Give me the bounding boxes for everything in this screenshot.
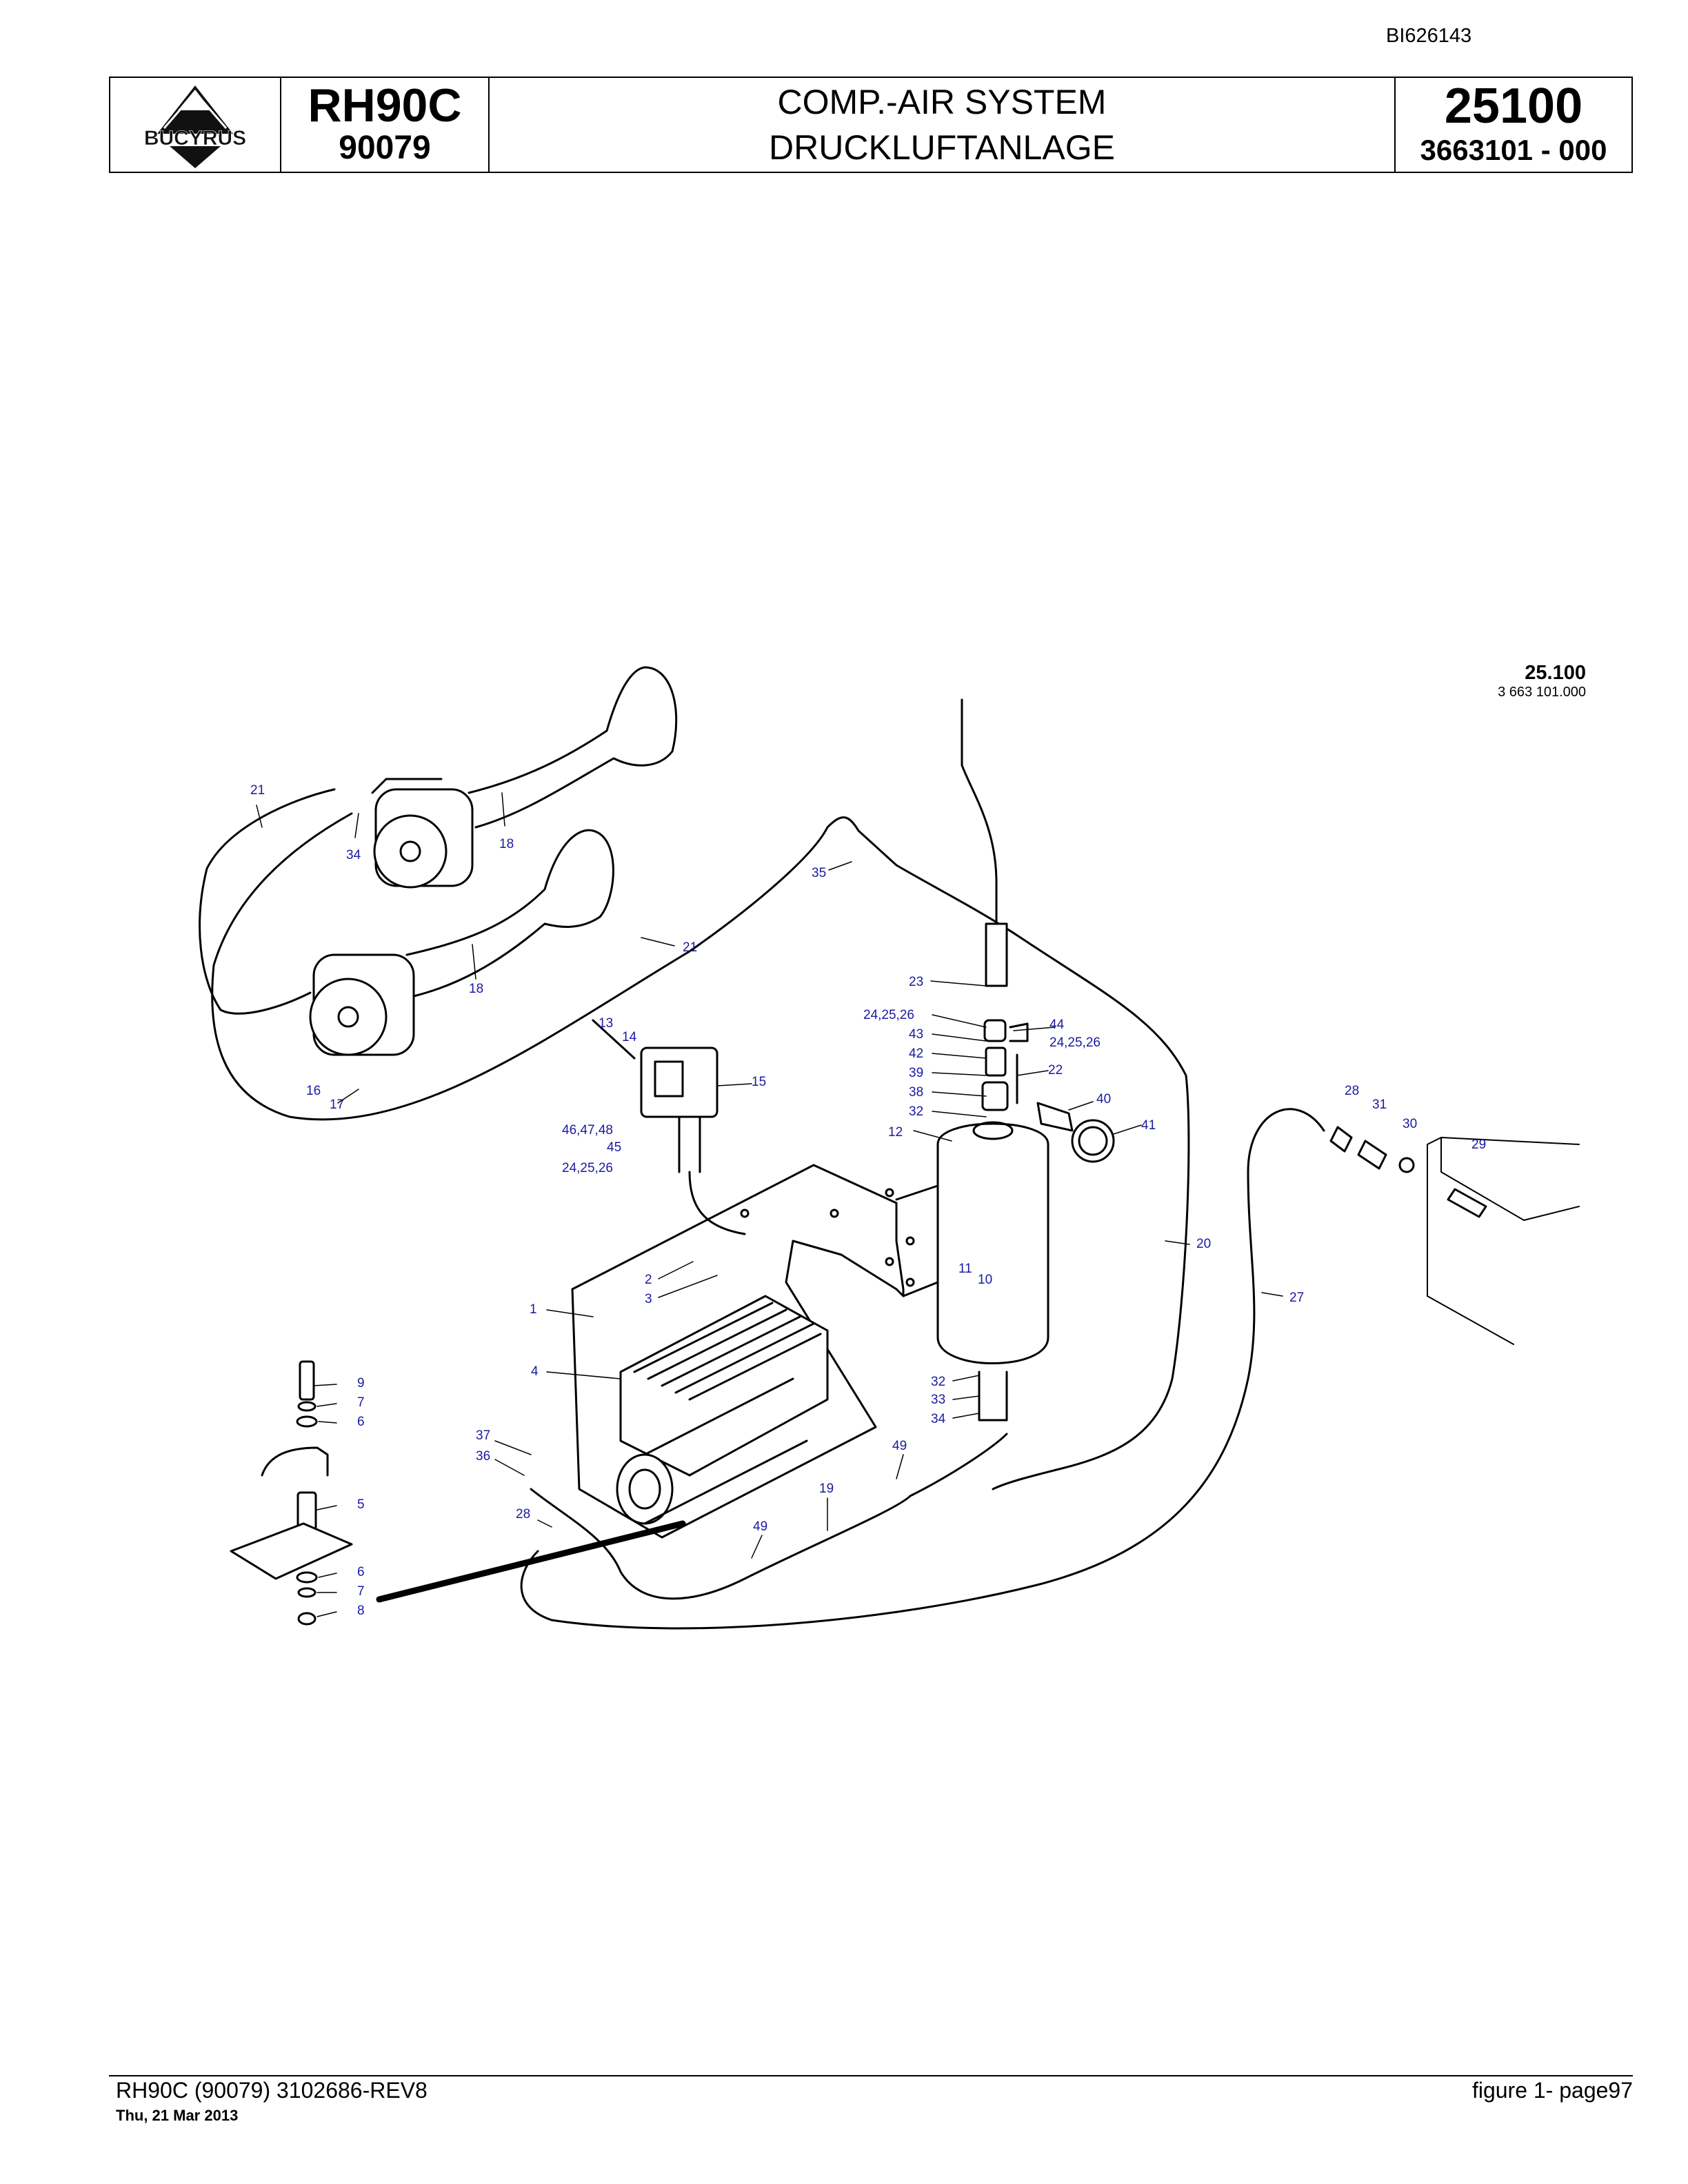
callout-label: 41 [1141, 1118, 1156, 1133]
callout-label: 45 [607, 1140, 621, 1155]
callout-label: 11 [958, 1262, 972, 1276]
callout-label: 20 [1196, 1237, 1211, 1251]
model-code: 90079 [339, 130, 431, 166]
callout-label: 1 [530, 1302, 537, 1317]
hose-21-loop [199, 788, 336, 1015]
callout-label: 28 [516, 1507, 530, 1521]
callout-label: 32 [931, 1375, 945, 1389]
callout-label: 8 [357, 1604, 365, 1618]
callout-label: 21 [683, 940, 697, 955]
detail-leader [376, 1520, 686, 1603]
callout-label: 18 [469, 982, 483, 996]
air-horn-upper [371, 666, 678, 889]
callout-label: 24,25,26 [562, 1161, 613, 1175]
callout-label: 34 [346, 848, 361, 862]
brand-name: BUCYRUS [144, 127, 246, 150]
title-block: BUCYRUS RH90C 90079 COMP.-AIR SYSTEM DRU… [109, 77, 1633, 173]
hose-20 [826, 816, 1190, 1490]
callout-label: 31 [1372, 1098, 1387, 1112]
callout-label: 14 [622, 1030, 637, 1044]
vibration-mount-detail [230, 1360, 353, 1626]
figure-number: 25.100 [1525, 662, 1586, 684]
solenoid-valve [592, 1019, 746, 1235]
callout-label: 29 [1471, 1138, 1486, 1152]
model-name: RH90C [308, 79, 462, 132]
callout-label: 34 [931, 1412, 946, 1426]
figure-reference: 25.100 3 663 101.000 [1462, 662, 1586, 700]
air-compressor [616, 1295, 829, 1525]
callout-label: 23 [909, 975, 923, 989]
callout-label: 44 [1049, 1018, 1065, 1032]
callout-label: 2 [645, 1273, 652, 1287]
callout-label: 6 [357, 1565, 365, 1579]
callout-label: 30 [1403, 1117, 1417, 1131]
callout-label: 6 [357, 1415, 365, 1429]
callout-label: 24,25,26 [863, 1008, 914, 1022]
callout-label: 22 [1048, 1063, 1063, 1078]
callout-label: 38 [909, 1085, 923, 1100]
footer-date: Thu, 21 Mar 2013 [116, 2107, 239, 2124]
hose-fittings-right [1329, 1126, 1487, 1218]
callout-label: 7 [357, 1395, 365, 1410]
machine-frame-fragment [1427, 1137, 1580, 1345]
section-number: 25100 [1444, 79, 1583, 134]
callout-label: 35 [812, 866, 826, 880]
document-id: BI626143 [1386, 25, 1472, 47]
footer-document-ref: RH90C (90079) 3102686-REV8 [116, 2078, 428, 2103]
callout-label: 37 [476, 1428, 490, 1443]
fitting-stack [981, 1019, 1029, 1111]
callout-label: 21 [250, 783, 265, 798]
callout-label: 17 [330, 1098, 344, 1112]
pipe-23 [961, 698, 998, 967]
callout-label: 7 [357, 1584, 365, 1599]
callout-labels: 213418352118131415161746,47,484524,25,26… [250, 783, 1486, 1618]
callout-label: 49 [892, 1439, 907, 1453]
model-cell: RH90C 90079 [281, 78, 490, 172]
callout-label: 19 [819, 1482, 834, 1496]
callout-label: 36 [476, 1449, 490, 1464]
callout-label: 33 [931, 1393, 945, 1407]
callout-label: 40 [1096, 1092, 1111, 1106]
callout-label: 42 [909, 1046, 923, 1061]
callout-label: 28 [1345, 1084, 1359, 1098]
section-number-cell: 25100 3663101 - 000 [1396, 78, 1631, 172]
callout-label: 18 [499, 837, 514, 851]
brand-logo-cell: BUCYRUS [110, 78, 281, 172]
footer-page-ref: figure 1- page97 [1471, 2078, 1633, 2103]
air-tank [936, 1121, 1049, 1422]
title-cell: COMP.-AIR SYSTEM DRUCKLUFTANLAGE [490, 78, 1396, 172]
callout-label: 4 [531, 1364, 539, 1379]
callout-label: 16 [306, 1084, 321, 1098]
hose-27 [520, 1108, 1325, 1630]
pressure-gauge [1036, 1102, 1115, 1163]
callout-label: 15 [752, 1075, 766, 1089]
callout-label: 43 [909, 1027, 923, 1042]
callout-label: 12 [888, 1125, 903, 1140]
callout-label: 46,47,48 [562, 1123, 613, 1138]
hose-21-main [211, 812, 829, 1121]
callout-leaders [256, 792, 1283, 1617]
callout-label: 27 [1289, 1291, 1304, 1305]
callout-label: 10 [978, 1273, 992, 1287]
air-horn-lower [309, 829, 614, 1056]
callout-label: 3 [645, 1292, 652, 1306]
callout-label: 9 [357, 1376, 365, 1391]
title-english: COMP.-AIR SYSTEM [777, 83, 1107, 121]
callout-label: 49 [753, 1519, 767, 1534]
pipe-23-sleeve [985, 922, 1008, 987]
title-german: DRUCKLUFTANLAGE [769, 128, 1115, 167]
bucyrus-logo-icon: BUCYRUS [144, 85, 246, 168]
figure-part-number: 3 663 101.000 [1498, 685, 1586, 700]
callout-label: 32 [909, 1104, 923, 1119]
callout-label: 13 [599, 1016, 613, 1031]
footer-rule [109, 2075, 1633, 2076]
callout-label: 24,25,26 [1049, 1035, 1101, 1050]
callout-label: 39 [909, 1066, 923, 1080]
part-number: 3663101 - 000 [1420, 134, 1607, 166]
callout-label: 5 [357, 1497, 365, 1512]
